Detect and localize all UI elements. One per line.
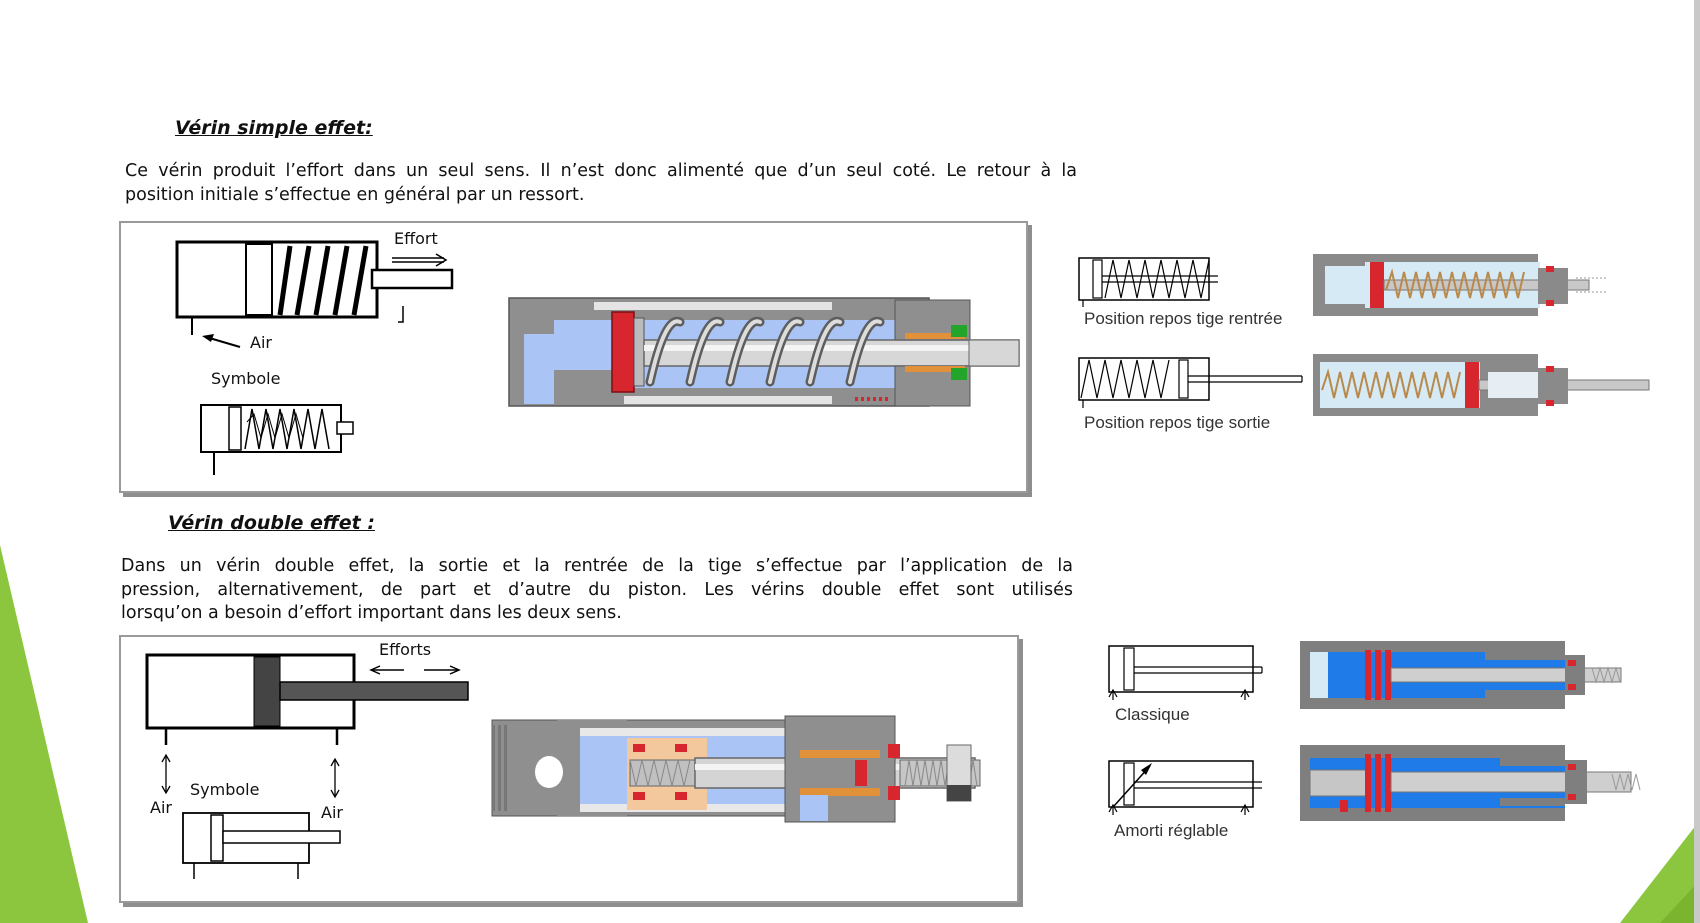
label-symbole-double: Symbole [190,780,260,799]
label-air: Air [250,333,272,352]
paragraph-line: position initiale s’effectue en général … [125,184,585,205]
label-air-right: Air [321,803,343,822]
paragraph-line: Ce vérin produit l’effort dans un seul s… [125,161,1077,181]
label-efforts: Efforts [379,640,432,659]
label-classique: Classique [1115,705,1190,724]
section-title-simple-effet: Vérin simple effet: [175,117,373,139]
section-title-double-effet: Vérin double effet : [168,512,375,534]
paragraph-line: lorsqu’on a besoin d’effort important da… [121,603,622,623]
paragraph-double-effet: Dans un vérin double effet, la sortie et… [121,555,1073,626]
label-position-repos-tige-rentree: Position repos tige rentrée [1084,309,1283,328]
paragraph-line: Dans un vérin double effet, la sortie et… [121,556,1073,576]
label-symbole: Symbole [211,369,281,388]
paragraph-line: pression, alternativement, de part et d’… [121,579,1073,600]
label-effort: Effort [394,229,438,248]
label-position-repos-tige-sortie: Position repos tige sortie [1084,413,1271,432]
label-amorti-reglable: Amorti réglable [1114,821,1229,840]
label-air-left: Air [150,798,172,817]
paragraph-simple-effet: Ce vérin produit l’effort dans un seul s… [125,160,1077,207]
scrollbar-edge [1694,0,1700,923]
